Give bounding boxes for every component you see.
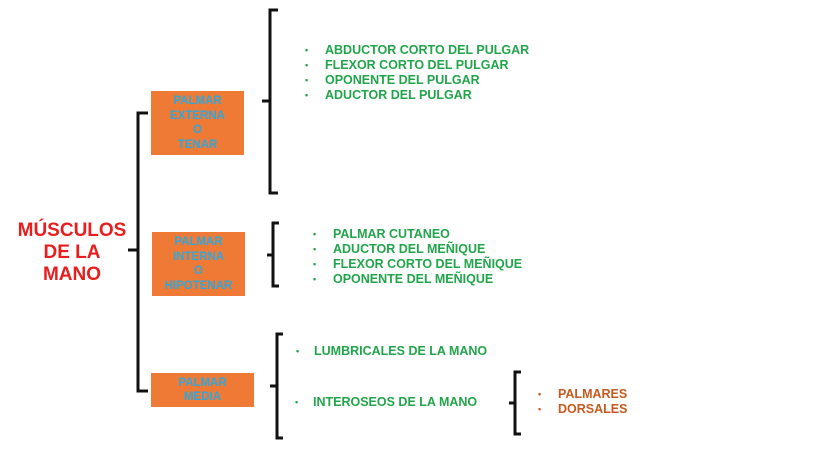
media-list-lumbricales: LUMBRICALES DE LA MANO: [296, 344, 487, 359]
list-item: FLEXOR CORTO DEL MEÑIQUE: [313, 257, 522, 272]
interoseos-sub-list: PALMARES DORSALES: [538, 387, 628, 417]
list-item: LUMBRICALES DE LA MANO: [296, 344, 487, 359]
root-title-line: MÚSCULOS: [17, 220, 127, 241]
list-item: OPONENTE DEL PULGAR: [305, 73, 529, 88]
thenar-muscle-list: ABDUCTOR CORTO DEL PULGAR FLEXOR CORTO D…: [305, 43, 529, 103]
list-item: PALMAR CUTANEO: [313, 227, 522, 242]
group-label-line: EXTERNA: [170, 109, 225, 122]
group-label-line: PALMAR: [173, 95, 222, 107]
list-item: ADUCTOR DEL PULGAR: [305, 88, 529, 103]
list-item: INTEROSEOS DE LA MANO: [295, 395, 477, 410]
group-label-line: O: [193, 124, 202, 136]
list-item: DORSALES: [538, 402, 628, 417]
list-item: ADUCTOR DEL MEÑIQUE: [313, 242, 522, 257]
group-label-line: INTERNA: [172, 250, 225, 263]
group-label-line: TENAR: [177, 138, 218, 151]
group-label-line: MEDIA: [183, 391, 222, 403]
group-label-line: PALMAR: [178, 376, 227, 389]
group-label-line: O: [194, 265, 203, 277]
root-title-line: DE LA: [43, 242, 101, 263]
root-title-line: MANO: [42, 264, 102, 285]
group-box-thenar: PALMAR EXTERNA O TENAR: [151, 91, 244, 155]
list-item: ABDUCTOR CORTO DEL PULGAR: [305, 43, 529, 58]
hypothenar-muscle-list: PALMAR CUTANEO ADUCTOR DEL MEÑIQUE FLEXO…: [313, 227, 522, 287]
media-list-interoseos: INTEROSEOS DE LA MANO: [295, 395, 477, 410]
main-bracket: [136, 111, 148, 393]
thenar-bracket: [268, 8, 278, 195]
root-title: MÚSCULOS DE LA MANO: [6, 220, 138, 286]
group-label-line: HIPOTENAR: [164, 279, 233, 292]
group-box-hypothenar: PALMAR INTERNA O HIPOTENAR: [152, 232, 245, 296]
media-bracket: [275, 332, 283, 440]
group-box-media: PALMAR MEDIA: [151, 373, 254, 407]
hypo-bracket: [271, 221, 279, 288]
list-item: PALMARES: [538, 387, 627, 402]
group-label-line: PALMAR: [174, 236, 223, 248]
list-item: FLEXOR CORTO DEL PULGAR: [305, 58, 529, 73]
list-item: OPONENTE DEL MEÑIQUE: [313, 272, 522, 287]
interoseos-bracket: [513, 370, 521, 436]
